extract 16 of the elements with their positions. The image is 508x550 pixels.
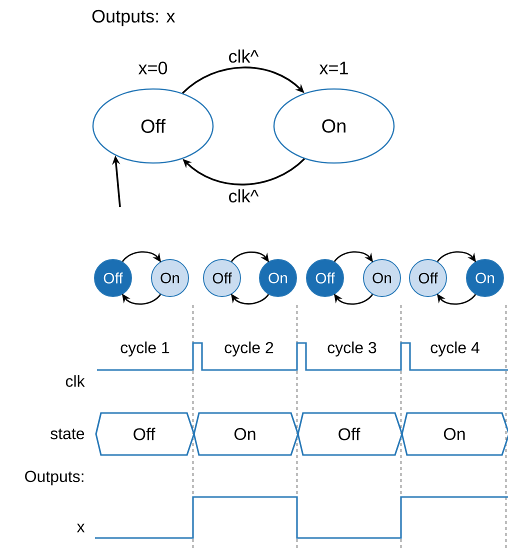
edge-label: clk^: [229, 189, 259, 202]
cycle-label: cycle 1: [120, 342, 170, 356]
cycle-label: cycle 3: [328, 342, 376, 356]
bus-segment: On: [193, 412, 299, 456]
output-label: x=1: [319, 62, 348, 74]
cycle-label: cycle 4: [430, 342, 480, 356]
bus-segment: On: [401, 412, 508, 456]
bus-segment: Off: [297, 412, 403, 456]
edge-label: clk^: [229, 50, 259, 63]
output-label: x=0: [138, 62, 168, 74]
signal-label: clk: [66, 375, 85, 387]
cycle-label: cycle 2: [224, 342, 274, 356]
bus-segment: Off: [95, 412, 195, 456]
signal-label: Outputs:: [25, 470, 84, 486]
signal-label: x: [76, 524, 85, 532]
heading: Outputs: x: [92, 10, 176, 26]
